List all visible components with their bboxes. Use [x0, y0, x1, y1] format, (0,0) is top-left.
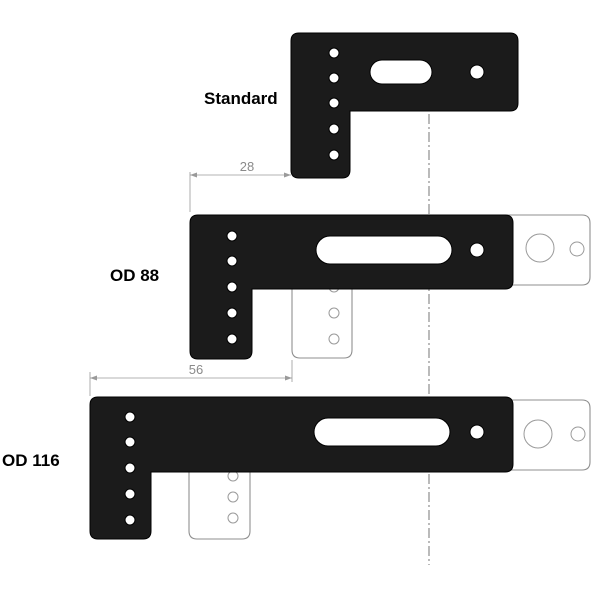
- mount-hole: [328, 149, 340, 161]
- mount-hole: [328, 72, 340, 84]
- mount-hole: [226, 333, 238, 345]
- adjustment-slot: [315, 235, 453, 265]
- dimension-value: 28: [240, 159, 254, 174]
- label-standard: Standard: [204, 89, 278, 108]
- dimension-value: 56: [189, 362, 203, 377]
- label-od-88: OD 88: [110, 266, 159, 285]
- mount-hole: [328, 47, 340, 59]
- standard-bracket: [290, 32, 519, 179]
- mount-hole: [226, 255, 238, 267]
- mount-hole: [226, 281, 238, 293]
- mount-hole: [328, 123, 340, 135]
- mount-hole: [469, 242, 485, 258]
- mount-hole: [124, 514, 136, 526]
- mount-hole: [226, 307, 238, 319]
- od116-bracket: [89, 396, 514, 540]
- label-od-116: OD 116: [2, 451, 60, 470]
- od88-bracket: [189, 214, 514, 360]
- mount-hole: [124, 436, 136, 448]
- dimension-56: 56: [89, 360, 293, 396]
- mount-hole: [328, 97, 340, 109]
- mount-hole: [469, 424, 485, 440]
- mount-hole: [124, 462, 136, 474]
- mount-hole: [469, 64, 485, 80]
- mount-hole: [124, 488, 136, 500]
- adjustment-slot: [313, 417, 451, 447]
- dimension-28: 28: [189, 159, 291, 212]
- mount-hole: [226, 230, 238, 242]
- mount-hole: [124, 411, 136, 423]
- adjustment-slot: [369, 59, 433, 85]
